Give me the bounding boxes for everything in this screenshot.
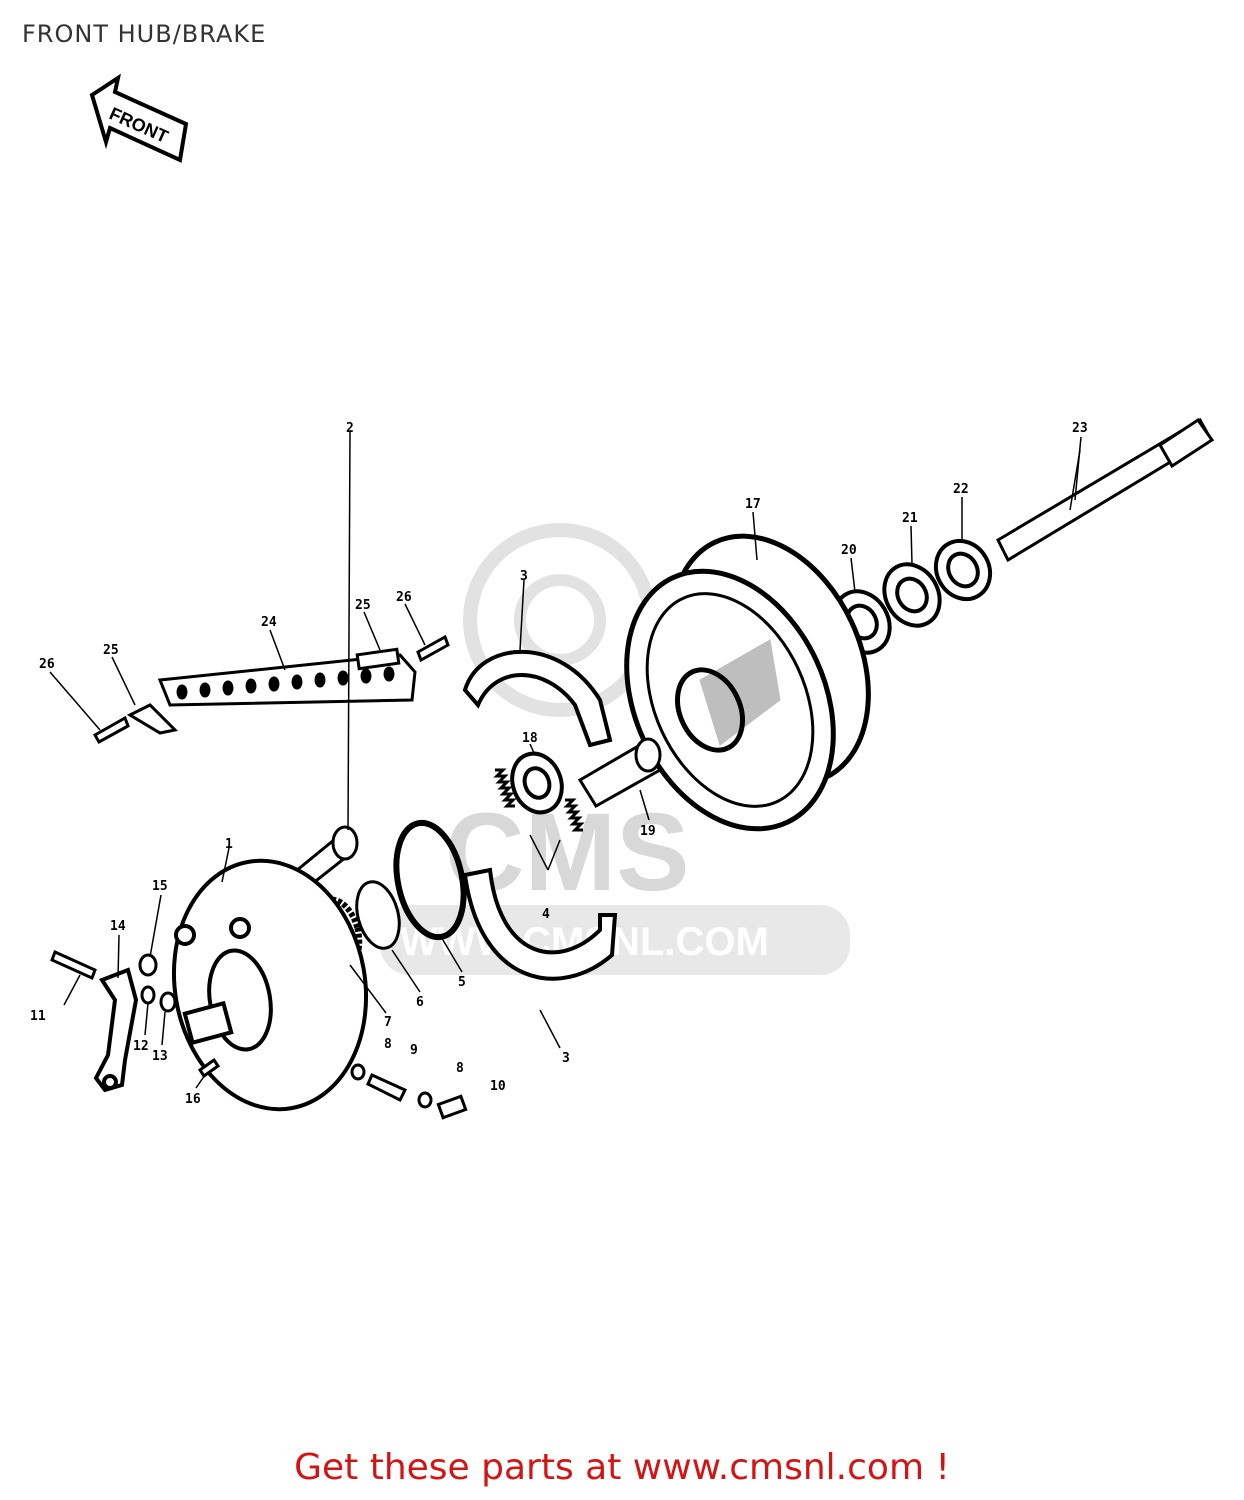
callout-24: 24: [261, 615, 277, 630]
callout-22: 22: [953, 482, 969, 497]
callout-6: 6: [416, 995, 424, 1010]
callout-labels: 1 2 3 3 4 5 6 7 8 8 9 10 11 12 13 14 15 …: [30, 421, 1088, 1107]
seal-5: [393, 819, 467, 941]
bearing-22: [933, 538, 993, 602]
callout-12: 12: [133, 1039, 149, 1054]
axle-sleeve: [577, 737, 663, 809]
callout-8-lower: 8: [456, 1061, 464, 1076]
callout-25-right: 25: [355, 598, 371, 613]
page-title: FRONT HUB/BRAKE: [22, 20, 267, 48]
callout-10: 10: [490, 1079, 506, 1094]
callout-15: 15: [152, 879, 168, 894]
callout-20: 20: [841, 543, 857, 558]
callout-9: 9: [410, 1043, 418, 1058]
callout-13: 13: [152, 1049, 168, 1064]
callout-3-upper: 3: [520, 569, 528, 584]
brake-panel: [171, 858, 369, 1112]
brake-shoe-lower: [462, 867, 618, 981]
callout-8-upper: 8: [384, 1037, 392, 1052]
callout-3-lower: 3: [562, 1051, 570, 1066]
bolt-11: [50, 949, 97, 981]
callout-4: 4: [542, 907, 550, 922]
callout-17: 17: [745, 497, 761, 512]
pin-16: [197, 1057, 221, 1079]
callout-21: 21: [902, 511, 918, 526]
bolt-26-left: [92, 715, 130, 745]
clip-25-left: [126, 703, 179, 735]
callout-2: 2: [346, 421, 354, 436]
callout-1: 1: [225, 837, 233, 852]
callout-11: 11: [30, 1009, 46, 1024]
front-arrow-icon: FRONT: [89, 73, 189, 163]
nut-12: [140, 985, 156, 1005]
callout-7: 7: [384, 1015, 392, 1030]
leader-lines: [49, 431, 1082, 1089]
callout-25-left: 25: [103, 643, 119, 658]
axle: [996, 417, 1215, 563]
callout-5: 5: [458, 975, 466, 990]
brake-lever: [93, 967, 139, 1093]
washer-6: [355, 880, 401, 950]
bolt-26-right: [416, 634, 450, 663]
brake-shoe-upper: [462, 649, 613, 748]
clip-25-right: [355, 647, 401, 671]
nut-13: [159, 991, 177, 1013]
callout-19: 19: [640, 824, 656, 839]
callout-18: 18: [522, 731, 538, 746]
get-parts-link[interactable]: Get these parts at www.cmsnl.com !: [294, 1447, 950, 1488]
callout-16: 16: [185, 1092, 201, 1107]
callout-23: 23: [1072, 421, 1088, 436]
bearing-21: [882, 562, 942, 628]
adjuster-parts: [350, 1063, 468, 1120]
callout-26-left: 26: [39, 657, 55, 672]
callout-14: 14: [110, 919, 126, 934]
torque-arm: [157, 653, 417, 707]
return-springs: [493, 768, 585, 832]
callout-26-right: 26: [396, 590, 412, 605]
bearing-18: [510, 751, 564, 815]
hub-drum: [624, 533, 871, 832]
nut-15: [138, 953, 158, 977]
